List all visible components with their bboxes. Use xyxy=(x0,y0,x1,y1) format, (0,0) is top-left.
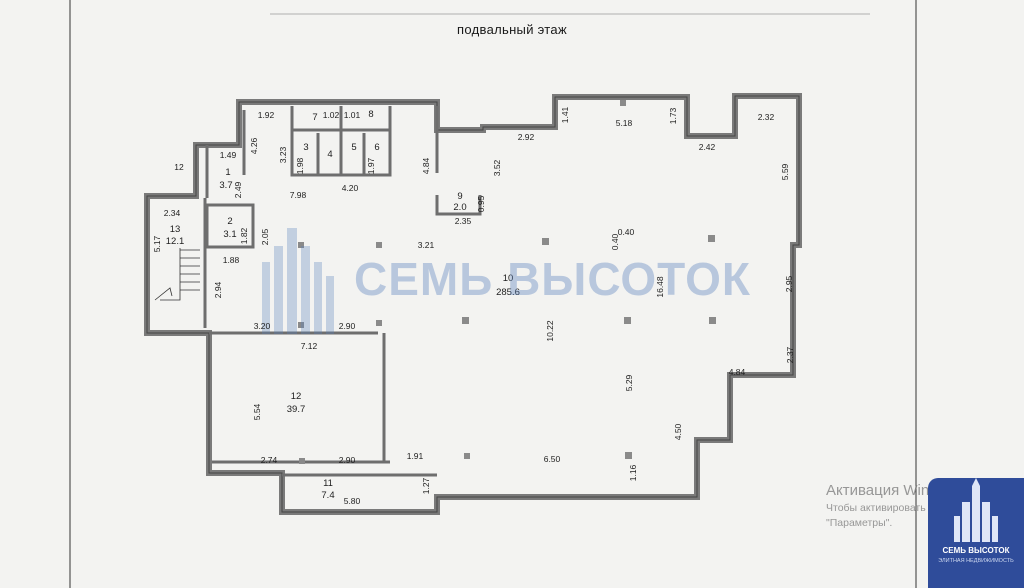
room-area: 39.7 xyxy=(287,404,306,415)
tower-logo-icon xyxy=(954,478,998,542)
dimension-label: 3.23 xyxy=(278,146,288,163)
dimension-label: 2.74 xyxy=(261,455,278,465)
column xyxy=(299,458,305,464)
dimension-label: 2.34 xyxy=(164,208,181,218)
dimension-label: 1.41 xyxy=(560,106,570,123)
column xyxy=(462,317,469,324)
dimension-label: 2.37 xyxy=(785,346,795,363)
room-area: 285.6 xyxy=(496,287,520,298)
dimension-label: 3.52 xyxy=(492,159,502,176)
dimension-label: 0.95 xyxy=(476,195,486,212)
watermark-text: СЕМЬ ВЫСОТОК xyxy=(354,253,751,305)
room-number: 6 xyxy=(374,142,379,153)
dimension-label: 4.26 xyxy=(249,137,259,154)
dimension-label: 7.98 xyxy=(290,190,307,200)
dimension-label: 6.50 xyxy=(544,454,561,464)
dimension-label: 5.80 xyxy=(344,496,361,506)
dimension-label: 2.32 xyxy=(758,112,775,122)
dimension-label: 4.20 xyxy=(342,183,359,193)
column xyxy=(298,242,304,248)
brand-badge: СЕМЬ ВЫСОТОК ЭЛИТНАЯ НЕДВИЖИМОСТЬ xyxy=(928,478,1024,588)
column xyxy=(709,317,716,324)
dimension-label: 1.82 xyxy=(239,227,249,244)
column xyxy=(376,320,382,326)
column xyxy=(624,317,631,324)
dimension-label: 5.18 xyxy=(616,118,633,128)
dimension-label: 1.88 xyxy=(223,255,240,265)
watermark-logo-icon xyxy=(262,228,334,334)
dimension-label: 5.54 xyxy=(252,403,262,420)
dimension-label: 4.84 xyxy=(421,157,431,174)
dimension-label: 2.92 xyxy=(518,132,535,142)
dimension-label: 16.48 xyxy=(655,276,665,298)
room-number: 9 xyxy=(457,191,462,202)
dimension-label: 2.49 xyxy=(233,181,243,198)
dimension-label: 2.35 xyxy=(455,216,472,226)
room-number: 1 xyxy=(225,167,230,178)
dimension-label: 1.02 xyxy=(323,110,340,120)
dimension-label: 5.59 xyxy=(780,163,790,180)
dimension-label: 7.12 xyxy=(301,341,318,351)
staircase xyxy=(154,248,200,301)
dimension-label: 2.95 xyxy=(784,275,794,292)
dimension-label: 2.42 xyxy=(699,142,716,152)
room-number: 13 xyxy=(170,224,181,235)
page-title: подвальный этаж xyxy=(457,22,567,37)
room-number: 4 xyxy=(327,149,332,160)
outer-walls-lines xyxy=(146,95,800,513)
dimension-label: 3.20 xyxy=(254,321,271,331)
badge-subtitle: ЭЛИТНАЯ НЕДВИЖИМОСТЬ xyxy=(938,558,1014,564)
column xyxy=(464,453,470,459)
room-number: 2 xyxy=(227,216,232,227)
room-number: 12 xyxy=(291,391,302,402)
dimension-label: 12 xyxy=(174,162,184,172)
dimension-label: 1.49 xyxy=(220,150,237,160)
dimension-label: 4.50 xyxy=(673,423,683,440)
dimension-label: 1.27 xyxy=(421,477,431,494)
room-area: 3.1 xyxy=(223,229,236,240)
column xyxy=(376,242,382,248)
dimension-label: 1.91 xyxy=(407,451,424,461)
dimension-label: 4.84 xyxy=(729,367,746,377)
dimension-label: 1.92 xyxy=(258,110,275,120)
columns xyxy=(298,100,716,464)
dimension-label: 0.40 xyxy=(618,227,635,237)
room-area: 3.7 xyxy=(219,180,232,191)
room-number: 5 xyxy=(351,142,356,153)
room-area: 2.0 xyxy=(453,202,466,213)
dimension-label: 3.21 xyxy=(418,240,435,250)
badge-name: СЕМЬ ВЫСОТОК xyxy=(942,546,1010,555)
room-number: 10 xyxy=(503,273,514,284)
dimension-label: 1.73 xyxy=(668,107,678,124)
column xyxy=(542,238,549,245)
dimension-label: 1.16 xyxy=(628,464,638,481)
room-labels: 1 3.7 2 3.1 3 4 5 6 7 8 9 2.0 10 285.6 1… xyxy=(166,109,520,501)
dimension-label: 1.01 xyxy=(344,110,361,120)
column xyxy=(620,100,626,106)
room-area: 12.1 xyxy=(166,236,185,247)
room-area: 7.4 xyxy=(321,490,334,501)
room-number: 7 xyxy=(312,112,317,123)
dimension-label: 10.22 xyxy=(545,320,555,342)
dimension-label: 2.90 xyxy=(339,455,356,465)
room-number: 8 xyxy=(368,109,373,120)
dimension-labels-vertical: 4.26 3.23 1.98 1.97 4.84 3.52 1.41 1.73 … xyxy=(152,106,795,494)
column xyxy=(708,235,715,242)
dimension-label: 5.29 xyxy=(624,374,634,391)
column xyxy=(625,452,632,459)
room-number: 3 xyxy=(303,142,308,153)
dimension-labels: 1.92 1.02 1.01 7.98 4.20 2.92 5.18 2.42 … xyxy=(164,110,775,506)
room-number: 11 xyxy=(323,478,333,489)
dimension-label: 2.05 xyxy=(260,228,270,245)
dimension-label: 0.40 xyxy=(610,233,620,250)
dimension-label: 2.94 xyxy=(213,281,223,298)
activation-line: "Параметры". xyxy=(826,517,893,529)
column xyxy=(298,322,304,328)
dimension-label: 5.17 xyxy=(152,235,162,252)
dimension-label: 1.98 xyxy=(295,157,305,174)
dimension-label: 1.97 xyxy=(366,157,376,174)
dimension-label: 2.90 xyxy=(339,321,356,331)
